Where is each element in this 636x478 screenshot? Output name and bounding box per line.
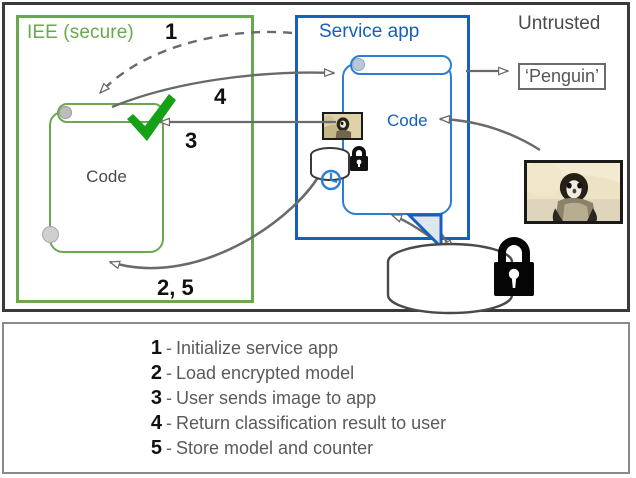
penguin-photo-icon bbox=[527, 163, 620, 221]
input-image-photo bbox=[524, 160, 623, 224]
legend-item-text: Return classification result to user bbox=[176, 412, 447, 433]
penguin-thumb-icon bbox=[324, 114, 361, 138]
legend-item-number: 3 bbox=[150, 386, 162, 409]
legend-item-text: Load encrypted model bbox=[176, 362, 355, 383]
legend-item: 3 - User sends image to app bbox=[146, 387, 486, 410]
legend-item: 4 - Return classification result to user bbox=[146, 412, 486, 435]
legend-item-dash: - bbox=[166, 412, 172, 433]
step-marker-2-5: 2, 5 bbox=[157, 275, 194, 300]
legend-item-dash: - bbox=[166, 362, 172, 383]
legend-panel: 1 - Initialize service app 2 - Load encr… bbox=[2, 322, 630, 474]
classification-result-box: ‘Penguin’ bbox=[518, 63, 607, 90]
legend-item-number: 2 bbox=[150, 361, 162, 384]
iee-code-label: Code bbox=[86, 167, 127, 186]
legend-item-text: Store model and counter bbox=[176, 437, 374, 458]
zone-service-app-label: Service app bbox=[316, 21, 423, 43]
legend-list: 1 - Initialize service app 2 - Load encr… bbox=[4, 324, 628, 472]
legend-item-text: Initialize service app bbox=[176, 337, 339, 358]
legend-item-number: 5 bbox=[150, 436, 162, 459]
legend-item-dash: - bbox=[166, 337, 172, 358]
service-code-knob-icon bbox=[352, 58, 365, 71]
step-marker-3: 3 bbox=[185, 128, 198, 153]
iee-code-knob-icon bbox=[59, 106, 72, 119]
zone-iee-label: IEE (secure) bbox=[27, 22, 134, 43]
step-marker-4: 4 bbox=[214, 84, 227, 109]
service-code-tab bbox=[350, 55, 452, 75]
legend-item-dash: - bbox=[166, 387, 172, 408]
architecture-panel: IEE (secure) Service app Untrusted Code … bbox=[2, 2, 630, 312]
input-image-thumbnail bbox=[322, 112, 363, 140]
attestation-check-icon bbox=[127, 94, 176, 141]
legend-item: 1 - Initialize service app bbox=[146, 337, 486, 360]
legend-item-text: User sends image to app bbox=[176, 387, 377, 408]
iee-code-corner-knob-icon bbox=[42, 226, 59, 243]
service-code-label: Code bbox=[387, 111, 428, 130]
legend-item-number: 4 bbox=[150, 411, 162, 434]
legend-item: 2 - Load encrypted model bbox=[146, 362, 486, 385]
legend-item: 5 - Store model and counter bbox=[146, 437, 486, 460]
step-marker-1: 1 bbox=[165, 19, 178, 44]
legend-item-dash: - bbox=[166, 437, 172, 458]
zone-untrusted-label: Untrusted bbox=[518, 13, 601, 34]
legend-item-number: 1 bbox=[150, 336, 162, 359]
